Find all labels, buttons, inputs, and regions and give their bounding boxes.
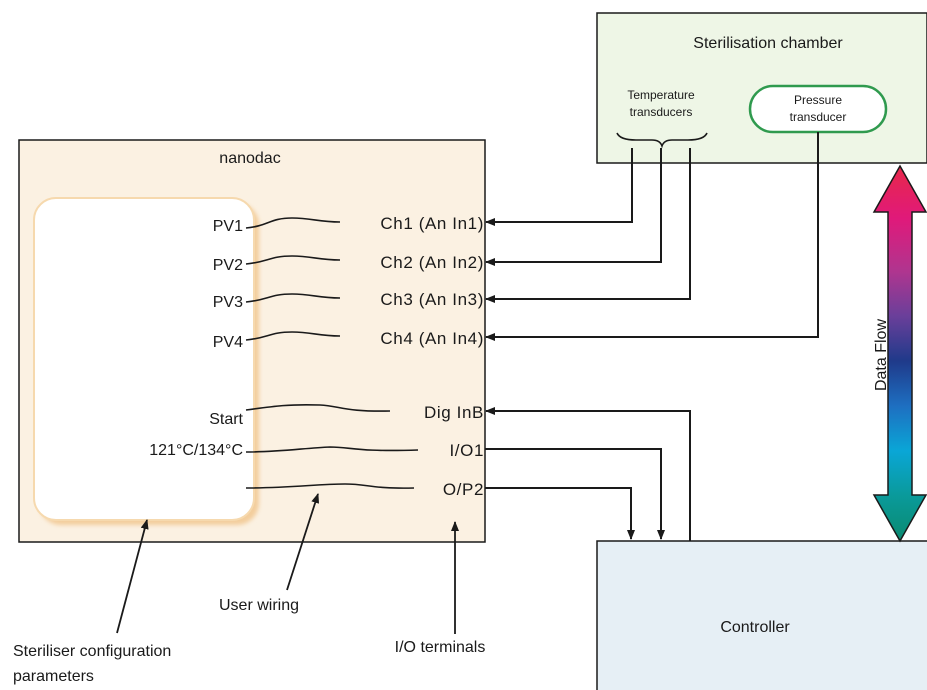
callout-config-line-2: parameters (13, 668, 94, 685)
temp-transducers-label-2: transducers (630, 105, 693, 119)
user-wire-start (245, 403, 391, 412)
terminal-dig-inb: Dig InB (424, 403, 484, 422)
pressure-transducer-label-1: Pressure (794, 93, 842, 107)
data-flow-label: Data Flow (873, 319, 890, 391)
wire-op2-to-controller (485, 487, 635, 540)
terminal-op2: O/P2 (443, 480, 484, 499)
user-wire-pv2 (245, 255, 341, 265)
terminal-ch3: Ch3 (An In3) (380, 290, 484, 309)
chamber-title: Sterilisation chamber (693, 35, 843, 52)
temp-transducers-brace (616, 132, 708, 149)
terminal-io1: I/O1 (449, 441, 484, 460)
user-wire-pv3 (245, 293, 341, 303)
signal-connections (485, 132, 819, 541)
terminal-ch1: Ch1 (An In1) (380, 214, 484, 233)
param-temp-select: 121°C/134°C (149, 442, 243, 459)
param-pv3: PV3 (213, 294, 243, 311)
callout-io-terminals: I/O terminals (395, 639, 486, 656)
param-pv2: PV2 (213, 257, 243, 274)
param-pv1: PV1 (213, 218, 243, 235)
wire-temp3-to-ch3 (485, 148, 691, 303)
data-flow-arrow: Data Flow (872, 164, 927, 543)
terminal-ch2: Ch2 (An In2) (380, 253, 484, 272)
user-wire-pv1 (245, 217, 341, 229)
controller-panel (596, 540, 927, 690)
data-flow-shape (872, 164, 927, 543)
callouts: User wiring I/O terminals Steriliser con… (13, 493, 486, 685)
wire-io1-to-controller (485, 448, 665, 540)
user-wire-pv4 (245, 331, 341, 341)
controller: Controller (596, 540, 927, 690)
sterilisation-chamber: Sterilisation chamber Temperature transd… (596, 12, 927, 164)
param-pv4: PV4 (213, 334, 243, 351)
nanodac-box: nanodac PV1 PV2 PV3 PV4 Start 121°C/134°… (18, 139, 486, 543)
callout-config-line-1: Steriliser configuration (13, 643, 171, 660)
temp-transducers-label-1: Temperature (627, 88, 695, 102)
pointer-user-wiring (286, 493, 320, 591)
wire-controller-to-diginb (485, 407, 691, 541)
parameter-panel (33, 197, 255, 521)
nanodac-title: nanodac (219, 150, 280, 167)
wire-temp2-to-ch2 (485, 148, 662, 266)
callout-user-wiring: User wiring (219, 597, 299, 614)
param-start: Start (209, 411, 243, 428)
user-wire-op2 (245, 483, 415, 489)
pressure-transducer-label-2: transducer (790, 110, 847, 124)
controller-title: Controller (720, 619, 790, 636)
wire-pressure-to-ch4 (485, 132, 819, 341)
pointer-config-params (116, 519, 149, 634)
wire-temp1-to-ch1 (485, 148, 633, 226)
terminal-ch4: Ch4 (An In4) (380, 329, 484, 348)
user-wire-temp (245, 446, 419, 453)
